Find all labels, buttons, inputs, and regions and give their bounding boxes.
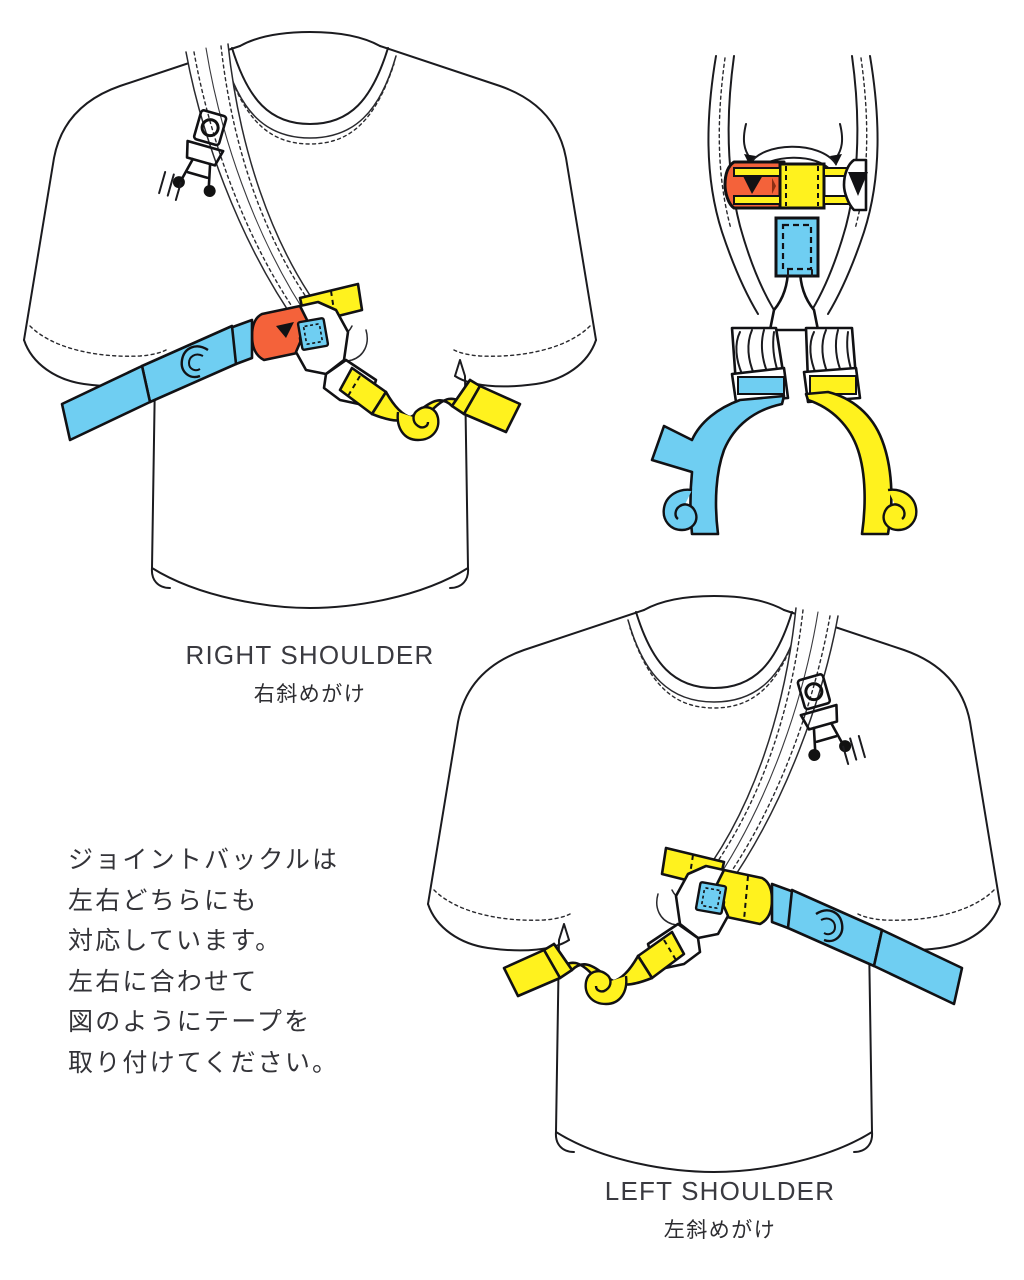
joint-buckle-detail-diagram	[688, 46, 898, 336]
blue-tape-curl	[180, 345, 209, 379]
right-shoulder-caption: RIGHT SHOULDER 右斜めがけ	[130, 642, 490, 705]
note-line-4: 左右に合わせて	[68, 966, 259, 996]
right-shoulder-caption-en: RIGHT SHOULDER	[185, 640, 435, 670]
note-line-2: 左右どちらにも	[68, 885, 259, 915]
yellow-tape-with-buckle	[802, 326, 918, 536]
left-shoulder-caption-en: LEFT SHOULDER	[604, 1176, 836, 1206]
blue-tape-curl	[815, 909, 844, 943]
note-line-6: 取り付けてください。	[68, 1047, 340, 1077]
instruction-note: ジョイントバックルは 左右どちらにも 対応しています。 左右に合わせて 図のよう…	[68, 840, 339, 1083]
note-line-5: 図のようにテープを	[68, 1007, 312, 1036]
left-shoulder-caption: LEFT SHOULDER 左斜めがけ	[540, 1178, 900, 1241]
right-shoulder-tshirt-diagram	[0, 8, 620, 628]
strap-graphic-icon	[796, 673, 866, 766]
yellow-tape-curl	[584, 970, 628, 1006]
note-line-1: ジョイントバックルは	[68, 845, 340, 874]
left-shoulder-tshirt-diagram	[404, 572, 1024, 1192]
strap-graphic-icon	[158, 109, 228, 202]
joint-buckle-assembly	[60, 282, 522, 442]
blue-tape-with-buckle	[650, 326, 790, 536]
yellow-tape-curl	[396, 406, 440, 442]
right-shoulder-caption-jp: 右斜めがけ	[253, 682, 367, 706]
note-line-3: 対応しています。	[68, 926, 283, 955]
left-shoulder-caption-jp: 左斜めがけ	[663, 1218, 777, 1242]
joint-buckle-assembly	[502, 846, 964, 1006]
tape-pair-diagram	[648, 322, 928, 542]
